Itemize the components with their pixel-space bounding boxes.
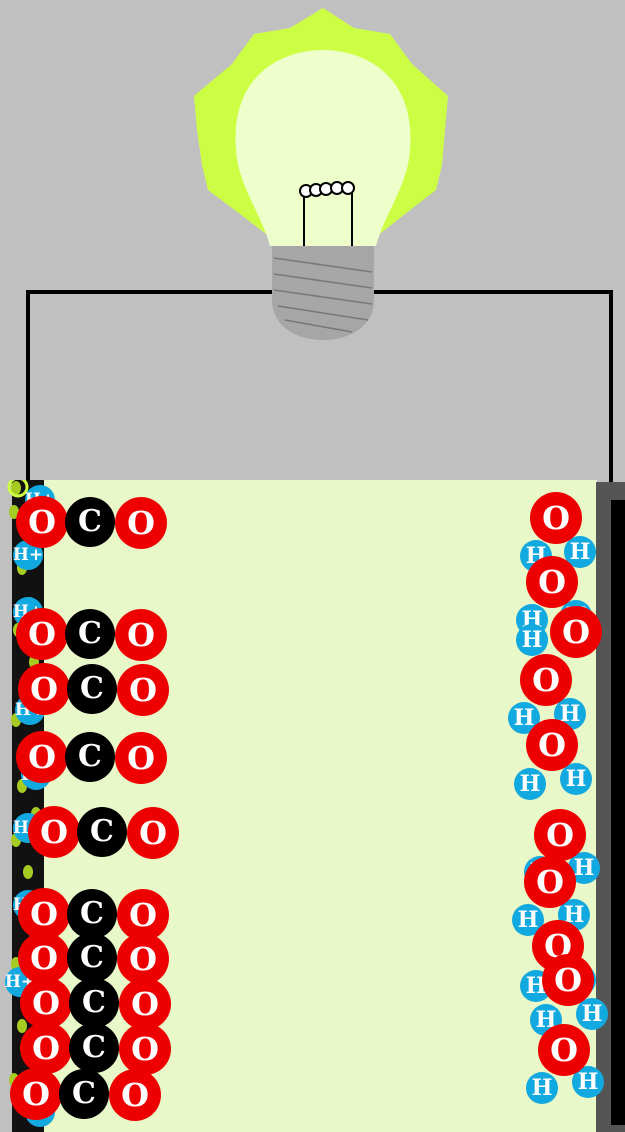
water-oxygen-atom-symbol: O <box>532 664 560 696</box>
co2-oxygen-atom-symbol: O <box>139 817 167 849</box>
co2-carbon-atom-symbol: C <box>80 943 104 973</box>
co2-oxygen-atom-symbol: O <box>32 1032 60 1064</box>
co2-carbon-atom: C <box>69 978 119 1028</box>
co2-carbon-atom: C <box>77 807 127 857</box>
water-oxygen-atom-symbol: O <box>536 866 564 898</box>
co2-oxygen-atom-symbol: O <box>129 899 157 931</box>
water-oxygen-atom-symbol: O <box>542 502 570 534</box>
water-oxygen-atom: O <box>530 492 582 544</box>
co2-carbon-atom-symbol: C <box>82 1033 106 1063</box>
bulb-glass <box>236 50 411 246</box>
water-oxygen-atom-symbol: O <box>562 616 590 648</box>
co2-oxygen-atom-symbol: O <box>127 619 155 651</box>
water-oxygen-atom: O <box>526 556 578 608</box>
water-hydrogen-atom-symbol: H <box>520 773 541 795</box>
water-hydrogen-atom: H <box>560 763 592 795</box>
co2-oxygen-atom: O <box>16 731 68 783</box>
water-hydrogen-atom: H <box>516 624 548 656</box>
circuit-wire <box>372 292 611 482</box>
co2-oxygen-atom-symbol: O <box>131 1033 159 1065</box>
co2-oxygen-atom-symbol: O <box>28 506 56 538</box>
co2-oxygen-atom: O <box>20 1022 72 1074</box>
water-oxygen-atom: O <box>526 719 578 771</box>
co2-oxygen-atom: O <box>115 497 167 549</box>
water-hydrogen-atom-symbol: H <box>514 707 535 729</box>
co2-carbon-atom: C <box>67 664 117 714</box>
co2-carbon-atom-symbol: C <box>78 619 102 649</box>
co2-oxygen-atom-symbol: O <box>40 816 68 848</box>
water-oxygen-atom-symbol: O <box>546 819 574 851</box>
co2-carbon-atom: C <box>65 497 115 547</box>
co2-carbon-atom-symbol: C <box>78 507 102 537</box>
co2-oxygen-atom: O <box>16 496 68 548</box>
co2-oxygen-atom-symbol: O <box>30 673 58 705</box>
bacterium <box>23 865 33 879</box>
co2-oxygen-atom: O <box>127 807 179 859</box>
co2-oxygen-atom-symbol: O <box>131 988 159 1020</box>
co2-carbon-atom: C <box>65 609 115 659</box>
cathode-plate <box>611 500 625 1125</box>
co2-oxygen-atom: O <box>16 608 68 660</box>
hydrogen-ion-symbol: H+ <box>13 547 43 564</box>
water-hydrogen-atom-symbol: H <box>518 909 539 931</box>
co2-oxygen-atom: O <box>115 732 167 784</box>
water-hydrogen-atom-symbol: H <box>522 629 543 651</box>
water-hydrogen-atom: H <box>514 768 546 800</box>
co2-oxygen-atom: O <box>18 663 70 715</box>
co2-carbon-atom: C <box>69 1023 119 1073</box>
water-oxygen-atom-symbol: O <box>550 1034 578 1066</box>
co2-oxygen-atom-symbol: O <box>30 898 58 930</box>
co2-carbon-atom: C <box>67 933 117 983</box>
co2-carbon-atom: C <box>65 732 115 782</box>
co2-oxygen-atom-symbol: O <box>22 1078 50 1110</box>
water-hydrogen-atom-symbol: H <box>566 768 587 790</box>
co2-oxygen-atom-symbol: O <box>28 741 56 773</box>
co2-oxygen-atom-symbol: O <box>129 674 157 706</box>
water-oxygen-atom: O <box>520 654 572 706</box>
circuit-wire <box>28 292 272 480</box>
water-oxygen-atom: O <box>524 856 576 908</box>
co2-oxygen-atom: O <box>10 1068 62 1120</box>
water-hydrogen-atom: H <box>576 998 608 1030</box>
co2-oxygen-atom-symbol: O <box>127 507 155 539</box>
co2-carbon-atom-symbol: C <box>80 674 104 704</box>
water-hydrogen-atom: H <box>526 1072 558 1104</box>
co2-oxygen-atom: O <box>109 1069 161 1121</box>
co2-oxygen-atom: O <box>28 806 80 858</box>
co2-oxygen-atom-symbol: O <box>127 742 155 774</box>
co2-oxygen-atom-symbol: O <box>28 618 56 650</box>
water-oxygen-atom: O <box>534 809 586 861</box>
co2-oxygen-atom: O <box>115 609 167 661</box>
water-oxygen-atom-symbol: O <box>538 729 566 761</box>
water-hydrogen-atom-symbol: H <box>570 541 591 563</box>
water-hydrogen-atom-symbol: H <box>532 1077 553 1099</box>
water-oxygen-atom: O <box>550 606 602 658</box>
water-hydrogen-atom-symbol: H <box>578 1071 599 1093</box>
water-oxygen-atom-symbol: O <box>554 964 582 996</box>
water-oxygen-atom: O <box>538 1024 590 1076</box>
co2-oxygen-atom-symbol: O <box>30 942 58 974</box>
co2-carbon-atom-symbol: C <box>82 988 106 1018</box>
co2-oxygen-atom: O <box>119 1023 171 1075</box>
water-hydrogen-atom-symbol: H <box>582 1003 603 1025</box>
co2-carbon-atom: C <box>67 889 117 939</box>
co2-carbon-atom-symbol: C <box>90 817 114 847</box>
co2-oxygen-atom-symbol: O <box>129 943 157 975</box>
water-hydrogen-atom-symbol: H <box>574 857 595 879</box>
co2-carbon-atom-symbol: C <box>72 1079 96 1109</box>
circuit <box>0 0 625 490</box>
co2-oxygen-atom: O <box>117 664 169 716</box>
water-oxygen-atom: O <box>542 954 594 1006</box>
co2-carbon-atom-symbol: C <box>80 899 104 929</box>
water-oxygen-atom-symbol: O <box>538 566 566 598</box>
co2-oxygen-atom-symbol: O <box>32 987 60 1019</box>
co2-carbon-atom: C <box>59 1069 109 1119</box>
co2-carbon-atom-symbol: C <box>78 742 102 772</box>
co2-oxygen-atom-symbol: O <box>121 1079 149 1111</box>
